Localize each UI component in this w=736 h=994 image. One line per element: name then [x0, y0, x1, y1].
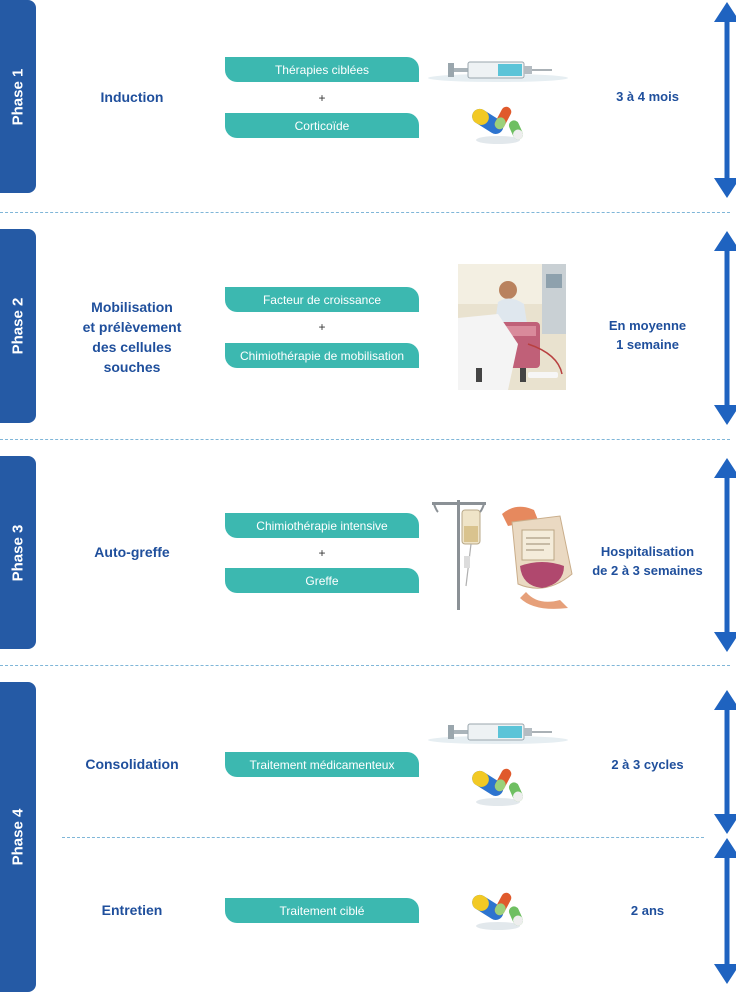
plus-sign: + — [318, 546, 326, 560]
syringe-icon — [428, 61, 568, 82]
phase-2-label: Phase 2 — [9, 297, 27, 355]
duration-label: En moyenne 1 semaine — [608, 318, 687, 352]
blood-bag-image — [502, 506, 573, 609]
capsules-icon — [472, 106, 524, 144]
double-arrow-icon — [714, 231, 736, 425]
phase-1-label: Phase 1 — [9, 68, 27, 125]
double-arrow-icon — [714, 458, 736, 652]
stage-label-mobilisation: Mobilisation et prélèvement des cellules… — [82, 299, 182, 375]
double-arrow-icon — [714, 690, 736, 834]
treatment-pill: Facteur de croissance — [225, 287, 419, 312]
treatment-pill: Traitement ciblé — [225, 898, 419, 923]
stage-label-auto-greffe: Auto-greffe — [94, 544, 170, 560]
phase-separator — [0, 212, 730, 213]
capsules-icon — [472, 892, 524, 930]
duration-label: 3 à 4 mois — [616, 89, 679, 104]
phase-3-label: Phase 3 — [9, 524, 27, 581]
phase-3-tab: Phase 3 — [0, 456, 36, 649]
duration-label: Hospitalisation de 2 à 3 semaines — [592, 544, 703, 578]
phase-separator — [0, 439, 730, 440]
treatment-pill: Chimiothérapie intensive — [225, 513, 419, 538]
phase-4-tab: Phase 4 — [0, 682, 36, 992]
treatment-pill: Greffe — [225, 568, 419, 593]
syringe-icon — [428, 723, 568, 744]
phase-2-tab: Phase 2 — [0, 229, 36, 423]
phase-1-tab: Phase 1 — [0, 0, 36, 193]
phase-4-label: Phase 4 — [9, 808, 27, 866]
patient-in-bed-image — [458, 264, 566, 390]
double-arrow-icon — [714, 838, 736, 984]
stage-label-induction: Induction — [100, 89, 164, 105]
phase-separator — [0, 665, 730, 666]
iv-drip-image — [432, 500, 486, 610]
treatment-pill: Chimiothérapie de mobilisation — [225, 343, 419, 368]
stage-label-consolidation: Consolidation — [85, 756, 179, 772]
duration-label: 2 à 3 cycles — [611, 757, 684, 772]
capsules-icon — [472, 768, 524, 806]
double-arrow-icon — [714, 2, 736, 198]
stage-separator — [62, 837, 704, 838]
treatment-pill: Thérapies ciblées — [225, 57, 419, 82]
duration-label: 2 ans — [630, 903, 665, 918]
treatment-pill: Corticoïde — [225, 113, 419, 138]
treatment-pill: Traitement médicamenteux — [225, 752, 419, 777]
stage-label-entretien: Entretien — [101, 902, 163, 918]
plus-sign: + — [318, 91, 326, 105]
plus-sign: + — [318, 320, 326, 334]
